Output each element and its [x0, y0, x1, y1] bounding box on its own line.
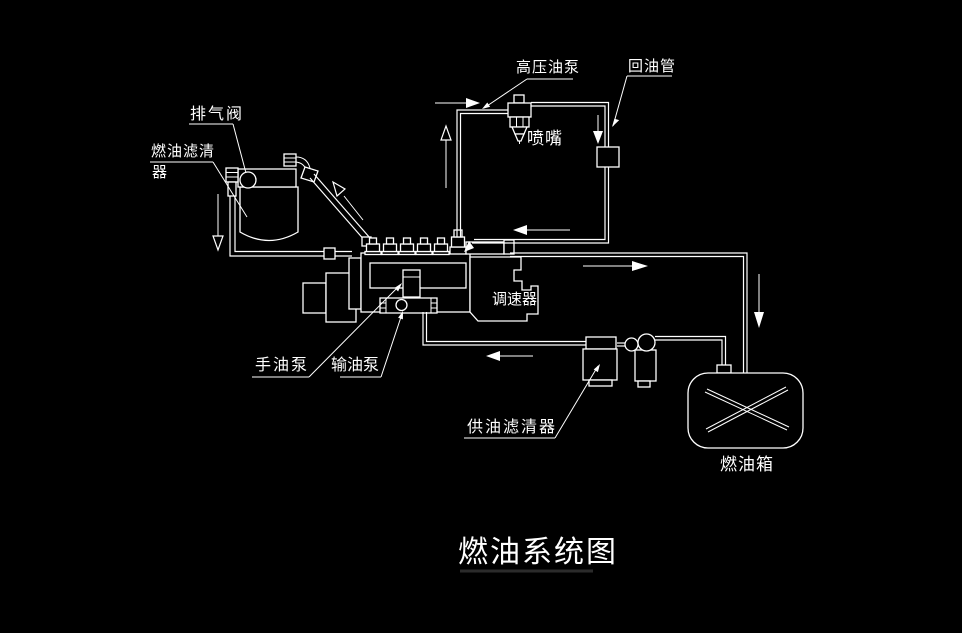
- pipe-pump-to-filter-diagonal: [309, 173, 379, 254]
- flow-arrow-diagonal-up: [332, 180, 364, 221]
- pipe-pump-to-supply-filter: [422, 312, 586, 346]
- flow-arrow-right-hp: [435, 98, 480, 108]
- label-hand-pump: 手油泵: [255, 355, 310, 374]
- banjo-fitting: [300, 166, 319, 183]
- injector-device: [507, 94, 532, 144]
- flow-arrow-left-suction: [486, 351, 533, 361]
- diagram-title: 燃油系统图: [458, 535, 618, 570]
- label-fuel-filter-line2: 器: [152, 163, 169, 181]
- fuel-filter-device: [225, 153, 319, 242]
- flow-arrow-left-return: [513, 225, 570, 235]
- flow-arrow-down-tank: [754, 274, 764, 328]
- label-exhaust-valve: 排气阀: [190, 104, 245, 123]
- delivery-valves: [364, 229, 467, 256]
- label-hp-pump: 高压油泵: [516, 58, 581, 76]
- flow-arrow-down-filter: [212, 194, 224, 252]
- flow-arrow-down-return: [593, 115, 603, 144]
- transfer-pump-circle: [395, 298, 408, 312]
- pipe-primer-to-tank: [655, 335, 732, 374]
- pipe-return-loop: [464, 101, 620, 252]
- pipe-governor-to-tank: [510, 252, 748, 373]
- label-governor: 调速器: [492, 290, 538, 308]
- label-fuel-tank: 燃油箱: [720, 455, 774, 475]
- return-pipe-connector: [596, 146, 620, 168]
- pipe-hp-to-injector: [456, 109, 509, 237]
- label-nozzle: 喷嘴: [527, 129, 563, 149]
- pipe-filter-to-pump: [229, 196, 352, 260]
- label-transfer-pump: 输油泵: [331, 355, 380, 374]
- return-inlet-arrowhead: [464, 241, 474, 252]
- label-leaders: [150, 75, 672, 439]
- hand-pump-plunger: [402, 269, 421, 298]
- governor: [469, 256, 539, 322]
- transfer-pump-device: [379, 269, 438, 314]
- label-supply-filter: 供油滤清器: [467, 417, 558, 436]
- flow-arrow-right-supply: [583, 261, 648, 271]
- label-fuel-filter-line1: 燃油滤清: [151, 142, 216, 160]
- primer-device: [624, 333, 657, 388]
- fuel-tank-device: [687, 372, 804, 449]
- flow-arrow-up-hp: [440, 124, 452, 188]
- label-return-pipe: 回油管: [628, 57, 677, 75]
- exhaust-valve-circle: [239, 171, 257, 189]
- supply-filter-device: [582, 336, 618, 387]
